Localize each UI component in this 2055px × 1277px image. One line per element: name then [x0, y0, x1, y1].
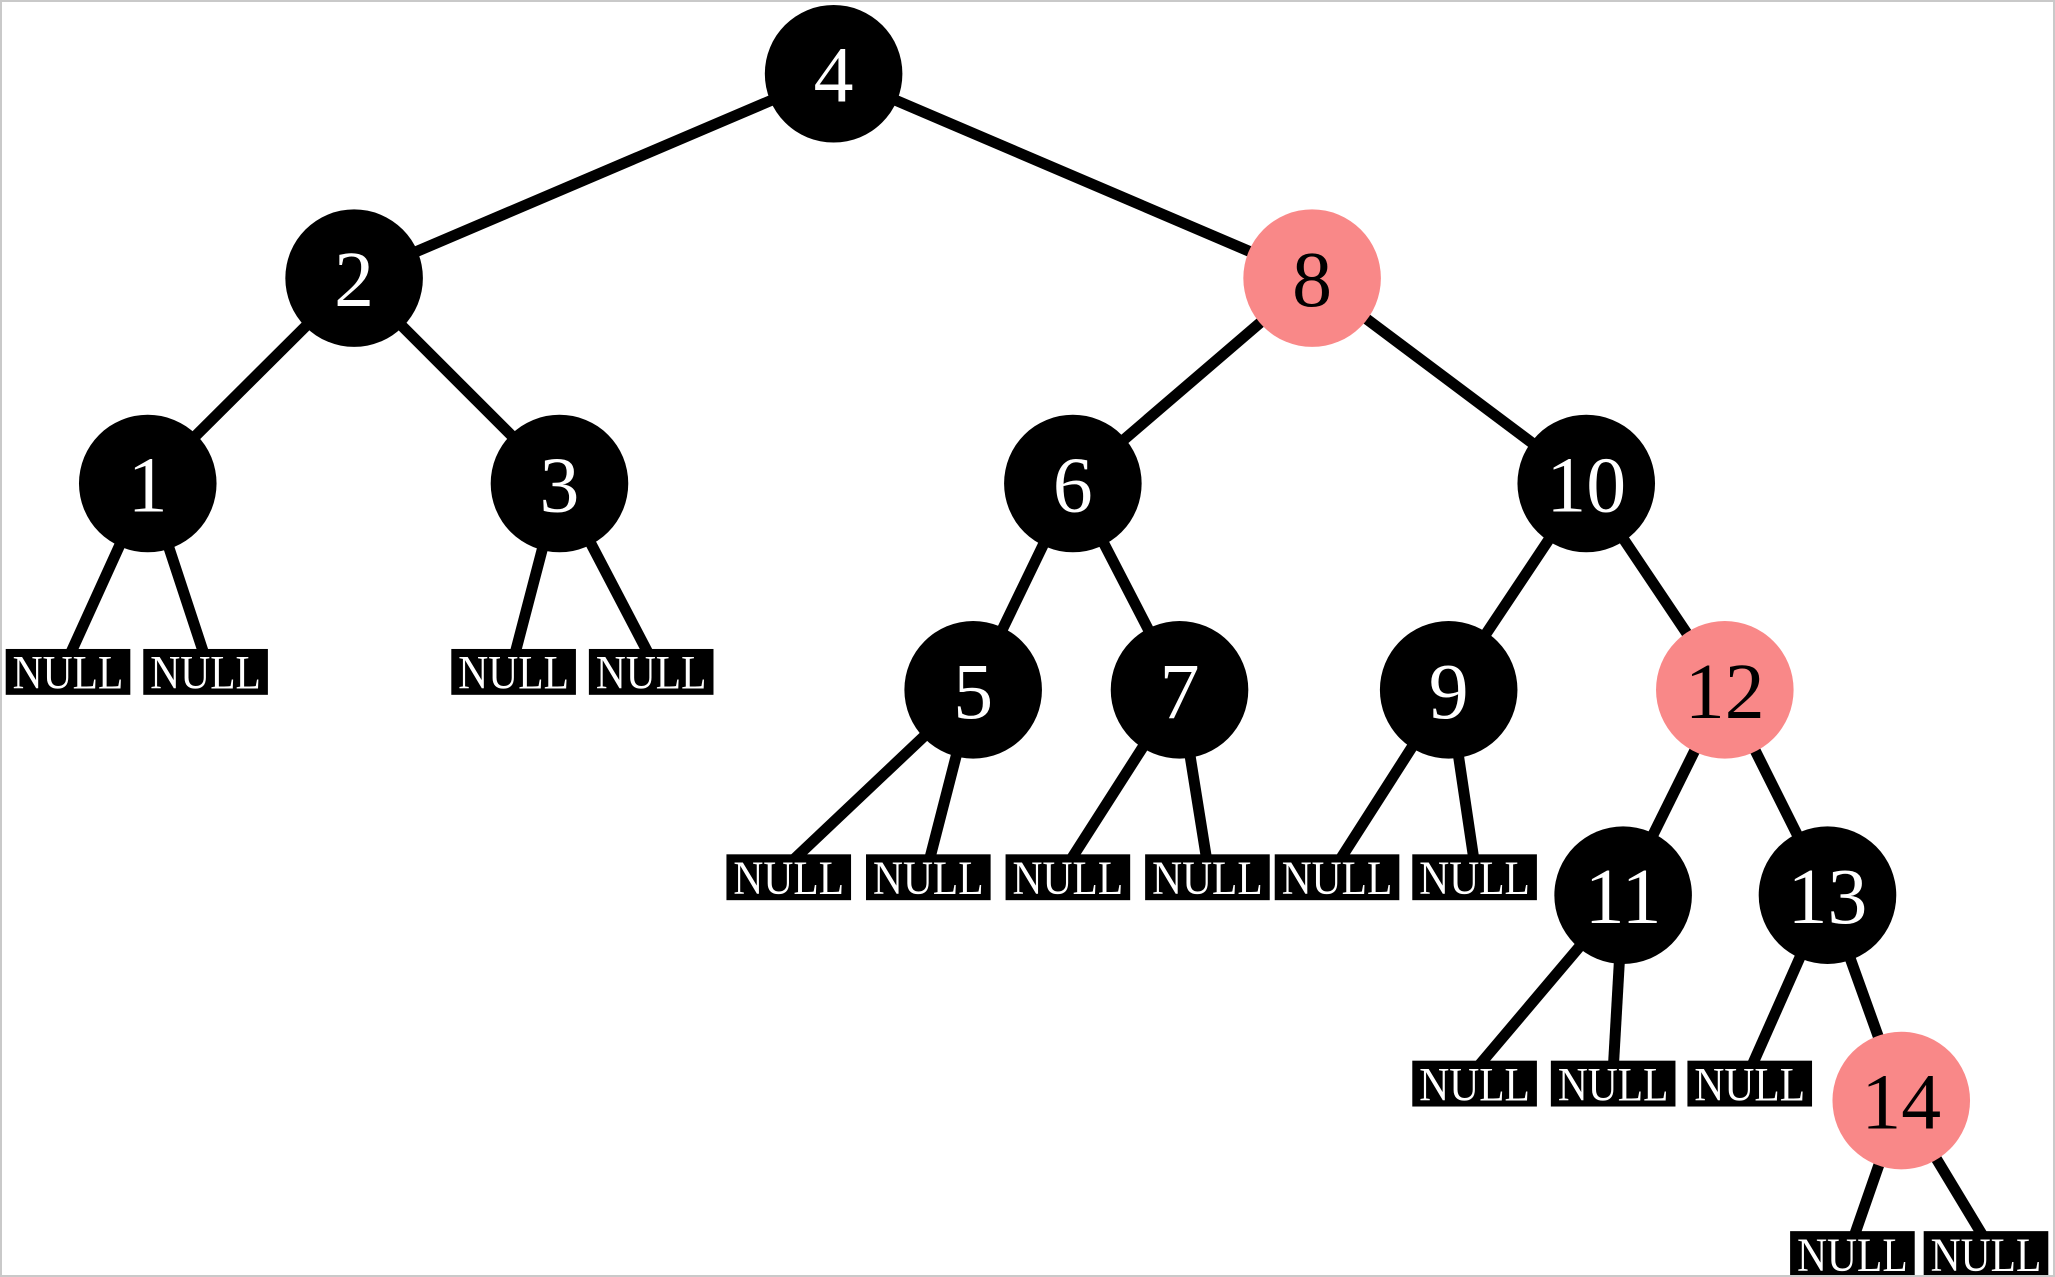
tree-node-label-1: 1 — [128, 441, 168, 529]
tree-node-3 — [490, 414, 629, 553]
tree-node-label-5: 5 — [953, 648, 993, 736]
null-leaf-label-n-3-r: NULL — [596, 647, 707, 700]
null-leaf-label-n-9-r: NULL — [1419, 852, 1530, 905]
tree-node-label-2: 2 — [334, 236, 374, 324]
null-leaf-n-13-l — [1687, 1060, 1813, 1107]
tree-node-14 — [1832, 1031, 1971, 1170]
null-leaf-label-n-1-r: NULL — [150, 647, 261, 700]
tree-node-13 — [1758, 826, 1897, 964]
tree-node-9 — [1379, 621, 1518, 759]
tree-node-label-13: 13 — [1788, 853, 1868, 941]
null-leaf-label-n-7-r: NULL — [1152, 852, 1263, 905]
null-leaf-n-5-l — [726, 854, 852, 901]
tree-node-2 — [285, 209, 423, 347]
null-leaf-label-n-11-r: NULL — [1558, 1058, 1669, 1111]
tree-node-label-3: 3 — [540, 441, 580, 529]
tree-node-label-7: 7 — [1160, 648, 1200, 736]
tree-node-12 — [1656, 621, 1794, 759]
tree-node-label-12: 12 — [1685, 648, 1765, 736]
null-leaf-n-9-r — [1412, 854, 1537, 901]
tree-node-8 — [1243, 209, 1381, 347]
tree-node-label-8: 8 — [1292, 236, 1332, 324]
tree-node-5 — [904, 621, 1042, 759]
null-leaf-n-1-l — [5, 648, 131, 695]
null-leaf-n-14-l — [1790, 1231, 1915, 1275]
tree-node-7 — [1110, 621, 1249, 759]
null-leaf-label-n-7-l: NULL — [1013, 852, 1124, 905]
tree-edge-4-8 — [831, 68, 1315, 284]
null-leaf-n-14-r — [1923, 1231, 2049, 1275]
null-leaf-n-11-r — [1550, 1060, 1676, 1107]
tree-node-4 — [764, 4, 903, 143]
null-leaf-label-n-5-r: NULL — [873, 852, 984, 905]
tree-node-6 — [1004, 414, 1142, 553]
null-leaf-label-n-9-l: NULL — [1282, 852, 1393, 905]
null-leaf-n-5-r — [866, 854, 991, 901]
null-leaf-n-7-l — [1005, 854, 1131, 901]
null-leaf-label-n-14-l: NULL — [1797, 1229, 1908, 1275]
null-leaf-n-3-l — [451, 648, 576, 695]
null-leaf-n-1-r — [143, 648, 268, 695]
tree-node-10 — [1517, 414, 1656, 553]
null-leaf-label-n-13-l: NULL — [1694, 1058, 1805, 1111]
null-leaf-n-3-r — [588, 648, 714, 695]
tree-node-1 — [78, 414, 217, 553]
null-leaf-n-9-l — [1274, 854, 1400, 901]
tree-node-label-10: 10 — [1546, 441, 1626, 529]
tree-edge-4-2 — [351, 68, 836, 284]
null-leaf-label-n-11-l: NULL — [1419, 1058, 1530, 1111]
tree-node-label-11: 11 — [1585, 853, 1662, 941]
tree-node-label-9: 9 — [1429, 648, 1469, 736]
null-leaf-n-11-l — [1412, 1060, 1537, 1107]
tree-node-11 — [1554, 826, 1692, 964]
null-leaf-label-n-3-l: NULL — [458, 647, 569, 700]
tree-node-label-14: 14 — [1861, 1058, 1941, 1146]
tree-node-label-4: 4 — [814, 32, 854, 120]
null-leaf-label-n-5-l: NULL — [733, 852, 844, 905]
null-leaf-n-7-r — [1145, 854, 1270, 901]
null-leaf-label-n-14-r: NULL — [1931, 1229, 2042, 1275]
null-leaf-label-n-1-l: NULL — [13, 647, 124, 700]
tree-node-label-6: 6 — [1053, 441, 1093, 529]
